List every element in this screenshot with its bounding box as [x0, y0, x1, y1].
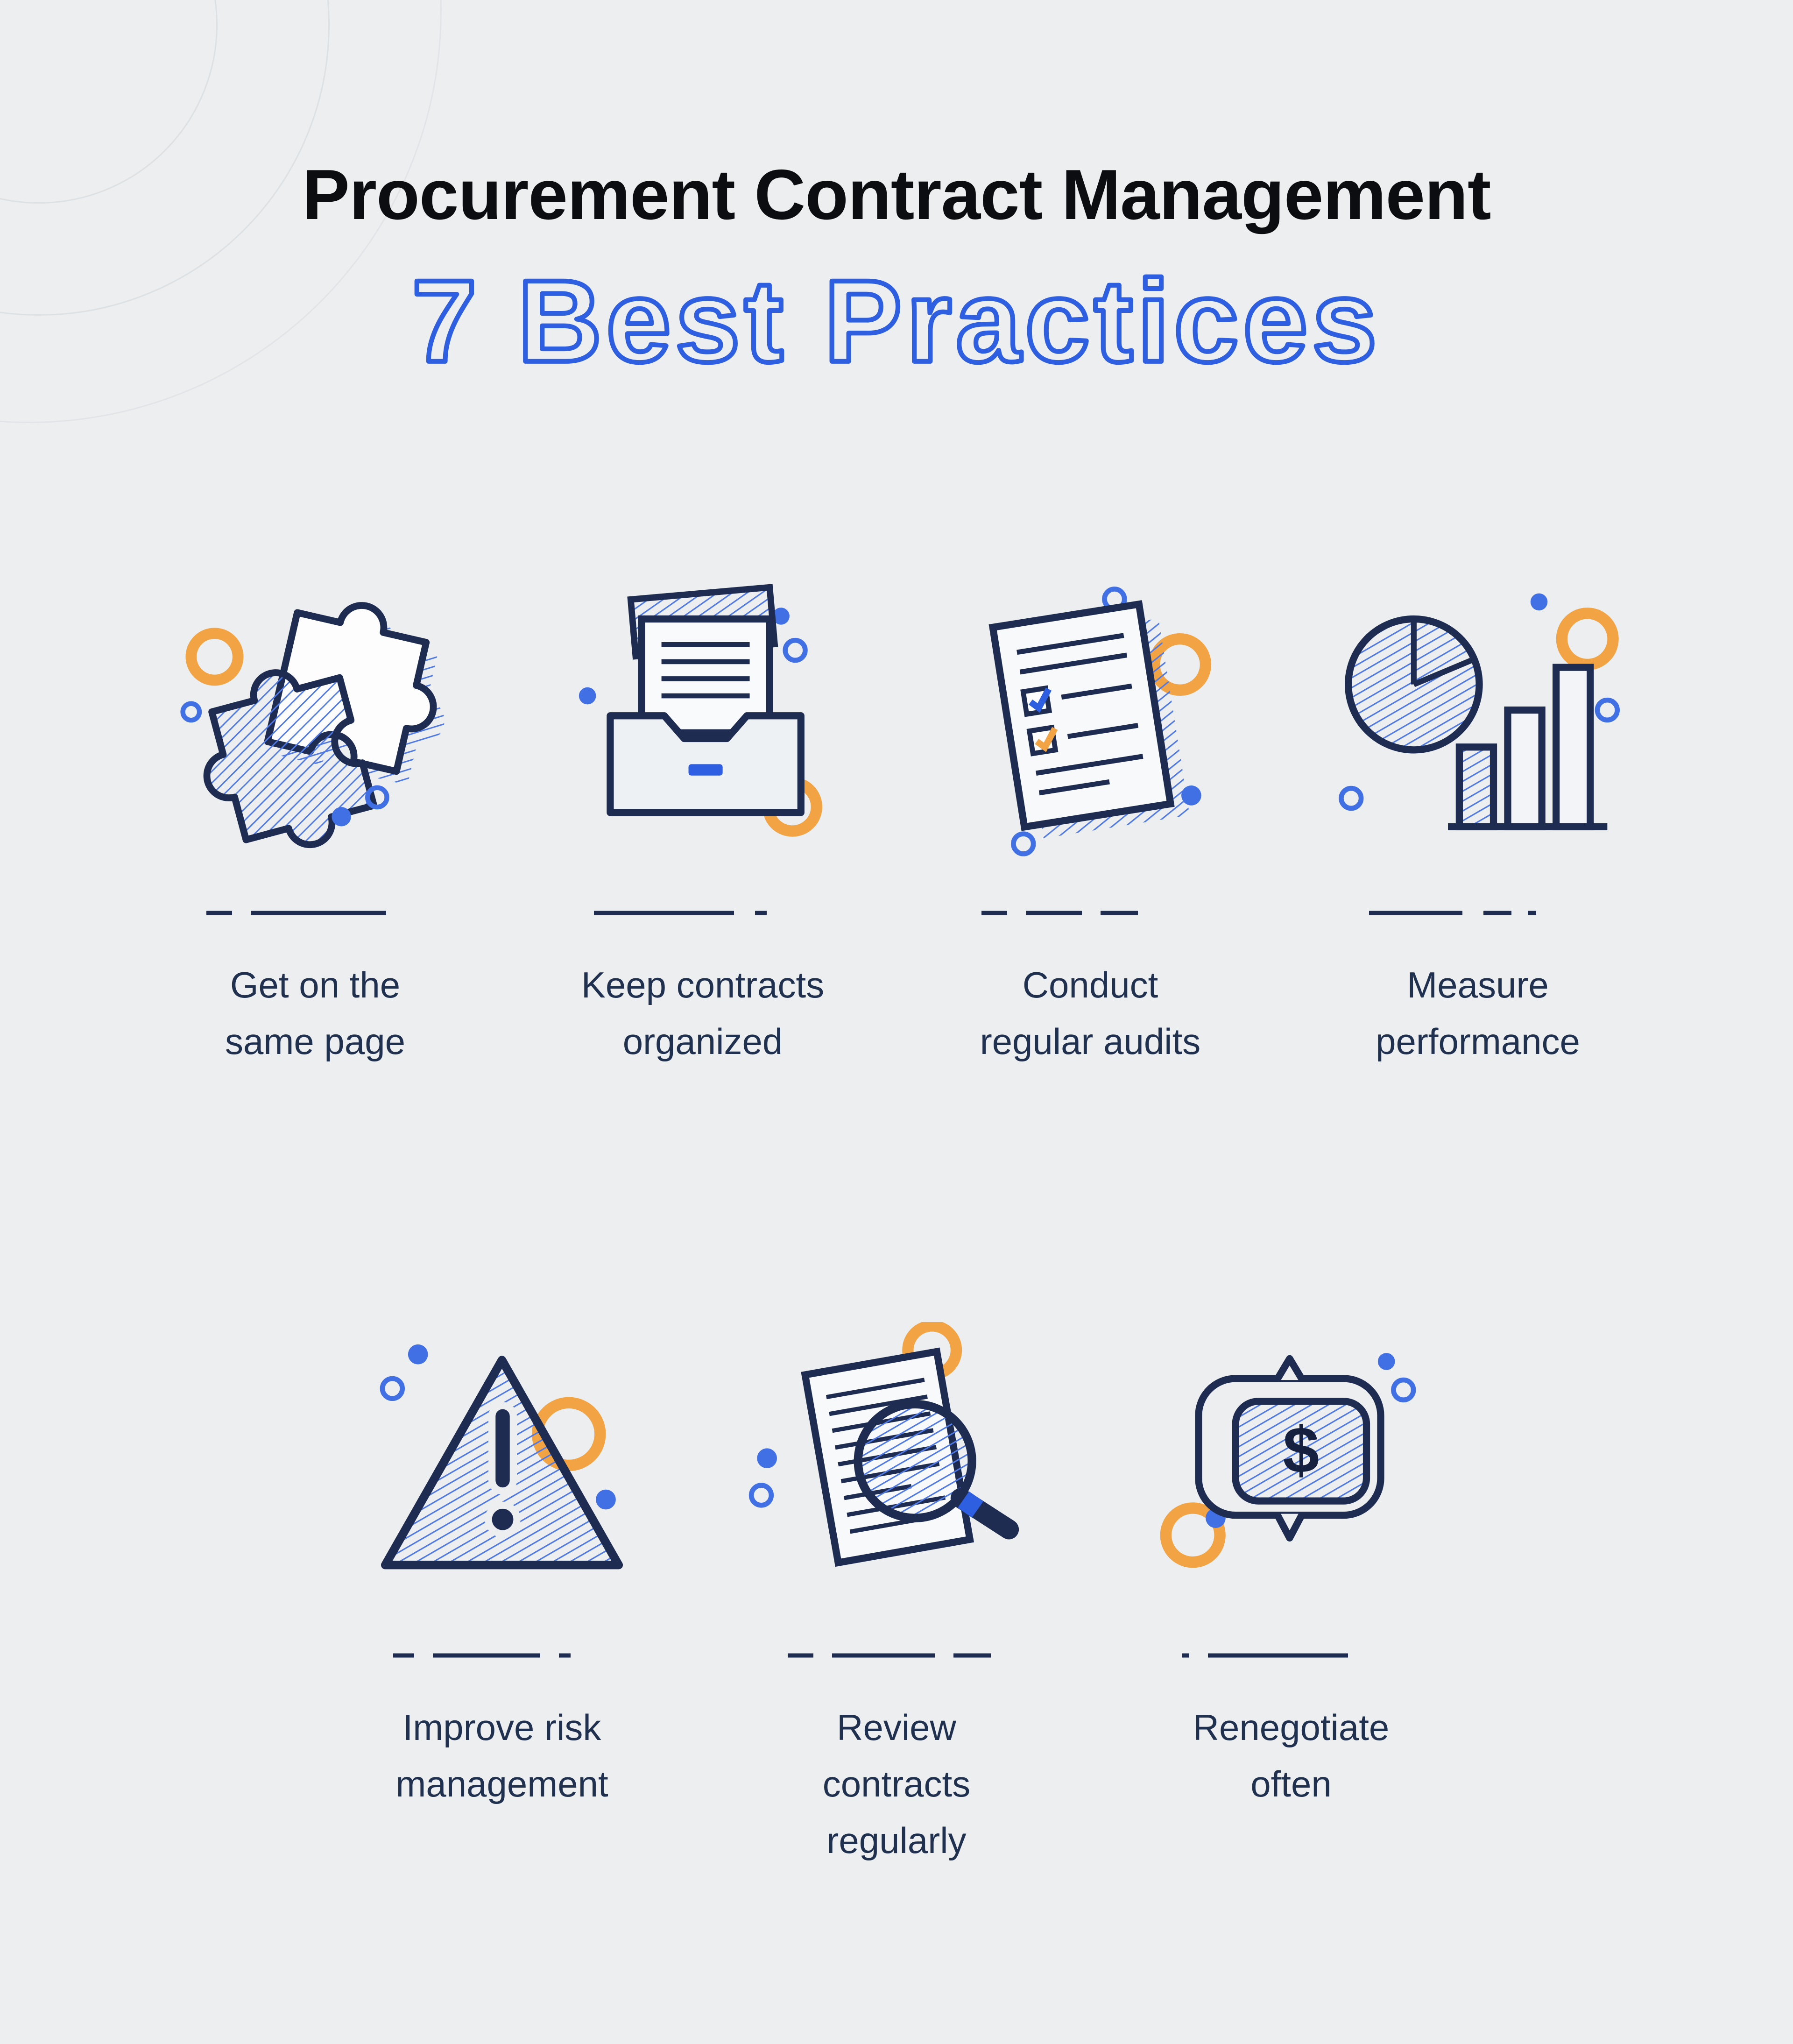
performance-charts-icon — [1328, 552, 1627, 897]
practice-label: Keep contracts organized — [581, 964, 825, 1062]
dollar-sign: $ — [1283, 1413, 1319, 1486]
practice-card: Review contracts regularly — [699, 1294, 1094, 1869]
dashed-divider — [788, 1653, 1005, 1658]
bar-1 — [1455, 743, 1497, 831]
exclamation-dot — [485, 1501, 521, 1537]
magnifier-lens — [854, 1400, 976, 1522]
bar-3 — [1553, 664, 1594, 831]
renegotiate-price-bubble-icon: $ — [1160, 1352, 1416, 1568]
hatched-bubble — [1232, 1397, 1370, 1505]
dashed-divider — [1182, 1653, 1400, 1658]
page-subtitle-text: 7 Best Practices — [412, 256, 1381, 386]
puzzle-pieces-icon — [180, 602, 445, 849]
audit-checklist-icon — [941, 552, 1240, 897]
dashed-divider — [981, 911, 1199, 915]
practice-label: Renegotiate often — [1193, 1706, 1390, 1804]
practice-card: Conduct regular audits — [896, 552, 1284, 1070]
header: Procurement Contract Management 7 Best P… — [0, 154, 1793, 397]
dashed-divider — [206, 911, 424, 915]
orange-ring — [185, 628, 244, 686]
dashed-divider — [393, 1653, 611, 1658]
practices-row-1: Get on the same page — [0, 552, 1793, 1070]
page-title: Procurement Contract Management — [302, 155, 1491, 234]
organized-contracts-tray-icon — [579, 584, 822, 837]
contract-review-magnifier-icon — [748, 1322, 1019, 1567]
practice-label: Measure performance — [1376, 964, 1580, 1062]
performance-charts-icon — [1339, 593, 1620, 831]
practices-row-2: Improve risk management — [0, 1294, 1793, 1869]
dashed-divider — [594, 911, 812, 915]
practice-card: Keep contracts organized — [509, 552, 896, 1070]
dashed-divider — [1369, 911, 1587, 915]
practice-card: Measure performance — [1284, 552, 1672, 1070]
practice-label: Conduct regular audits — [980, 964, 1201, 1062]
blue-check — [1029, 687, 1052, 713]
practice-label: Improve risk management — [395, 1706, 608, 1804]
exclamation-bar — [488, 1402, 517, 1495]
page-subtitle: 7 Best Practices — [409, 254, 1381, 389]
organized-contracts-tray-icon — [553, 552, 852, 897]
practice-card: $ Renegotiate often — [1094, 1294, 1489, 1869]
orange-ring — [1160, 1502, 1226, 1568]
contract-review-magnifier-icon — [747, 1294, 1046, 1640]
orange-check — [1035, 727, 1058, 752]
risk-warning-triangle-icon — [353, 1294, 651, 1640]
puzzle-pieces-icon — [166, 552, 465, 897]
audit-checklist-icon — [988, 587, 1212, 856]
practice-label: Get on the same page — [225, 964, 405, 1062]
practice-label: Review contracts regularly — [822, 1706, 971, 1861]
practice-card: Improve risk management — [305, 1294, 699, 1869]
practice-card: Get on the same page — [121, 552, 509, 1070]
orange-ring — [1556, 608, 1619, 671]
renegotiate-price-bubble-icon: $ — [1142, 1294, 1440, 1640]
bar-2 — [1504, 706, 1546, 831]
risk-warning-triangle-icon — [380, 1344, 623, 1570]
